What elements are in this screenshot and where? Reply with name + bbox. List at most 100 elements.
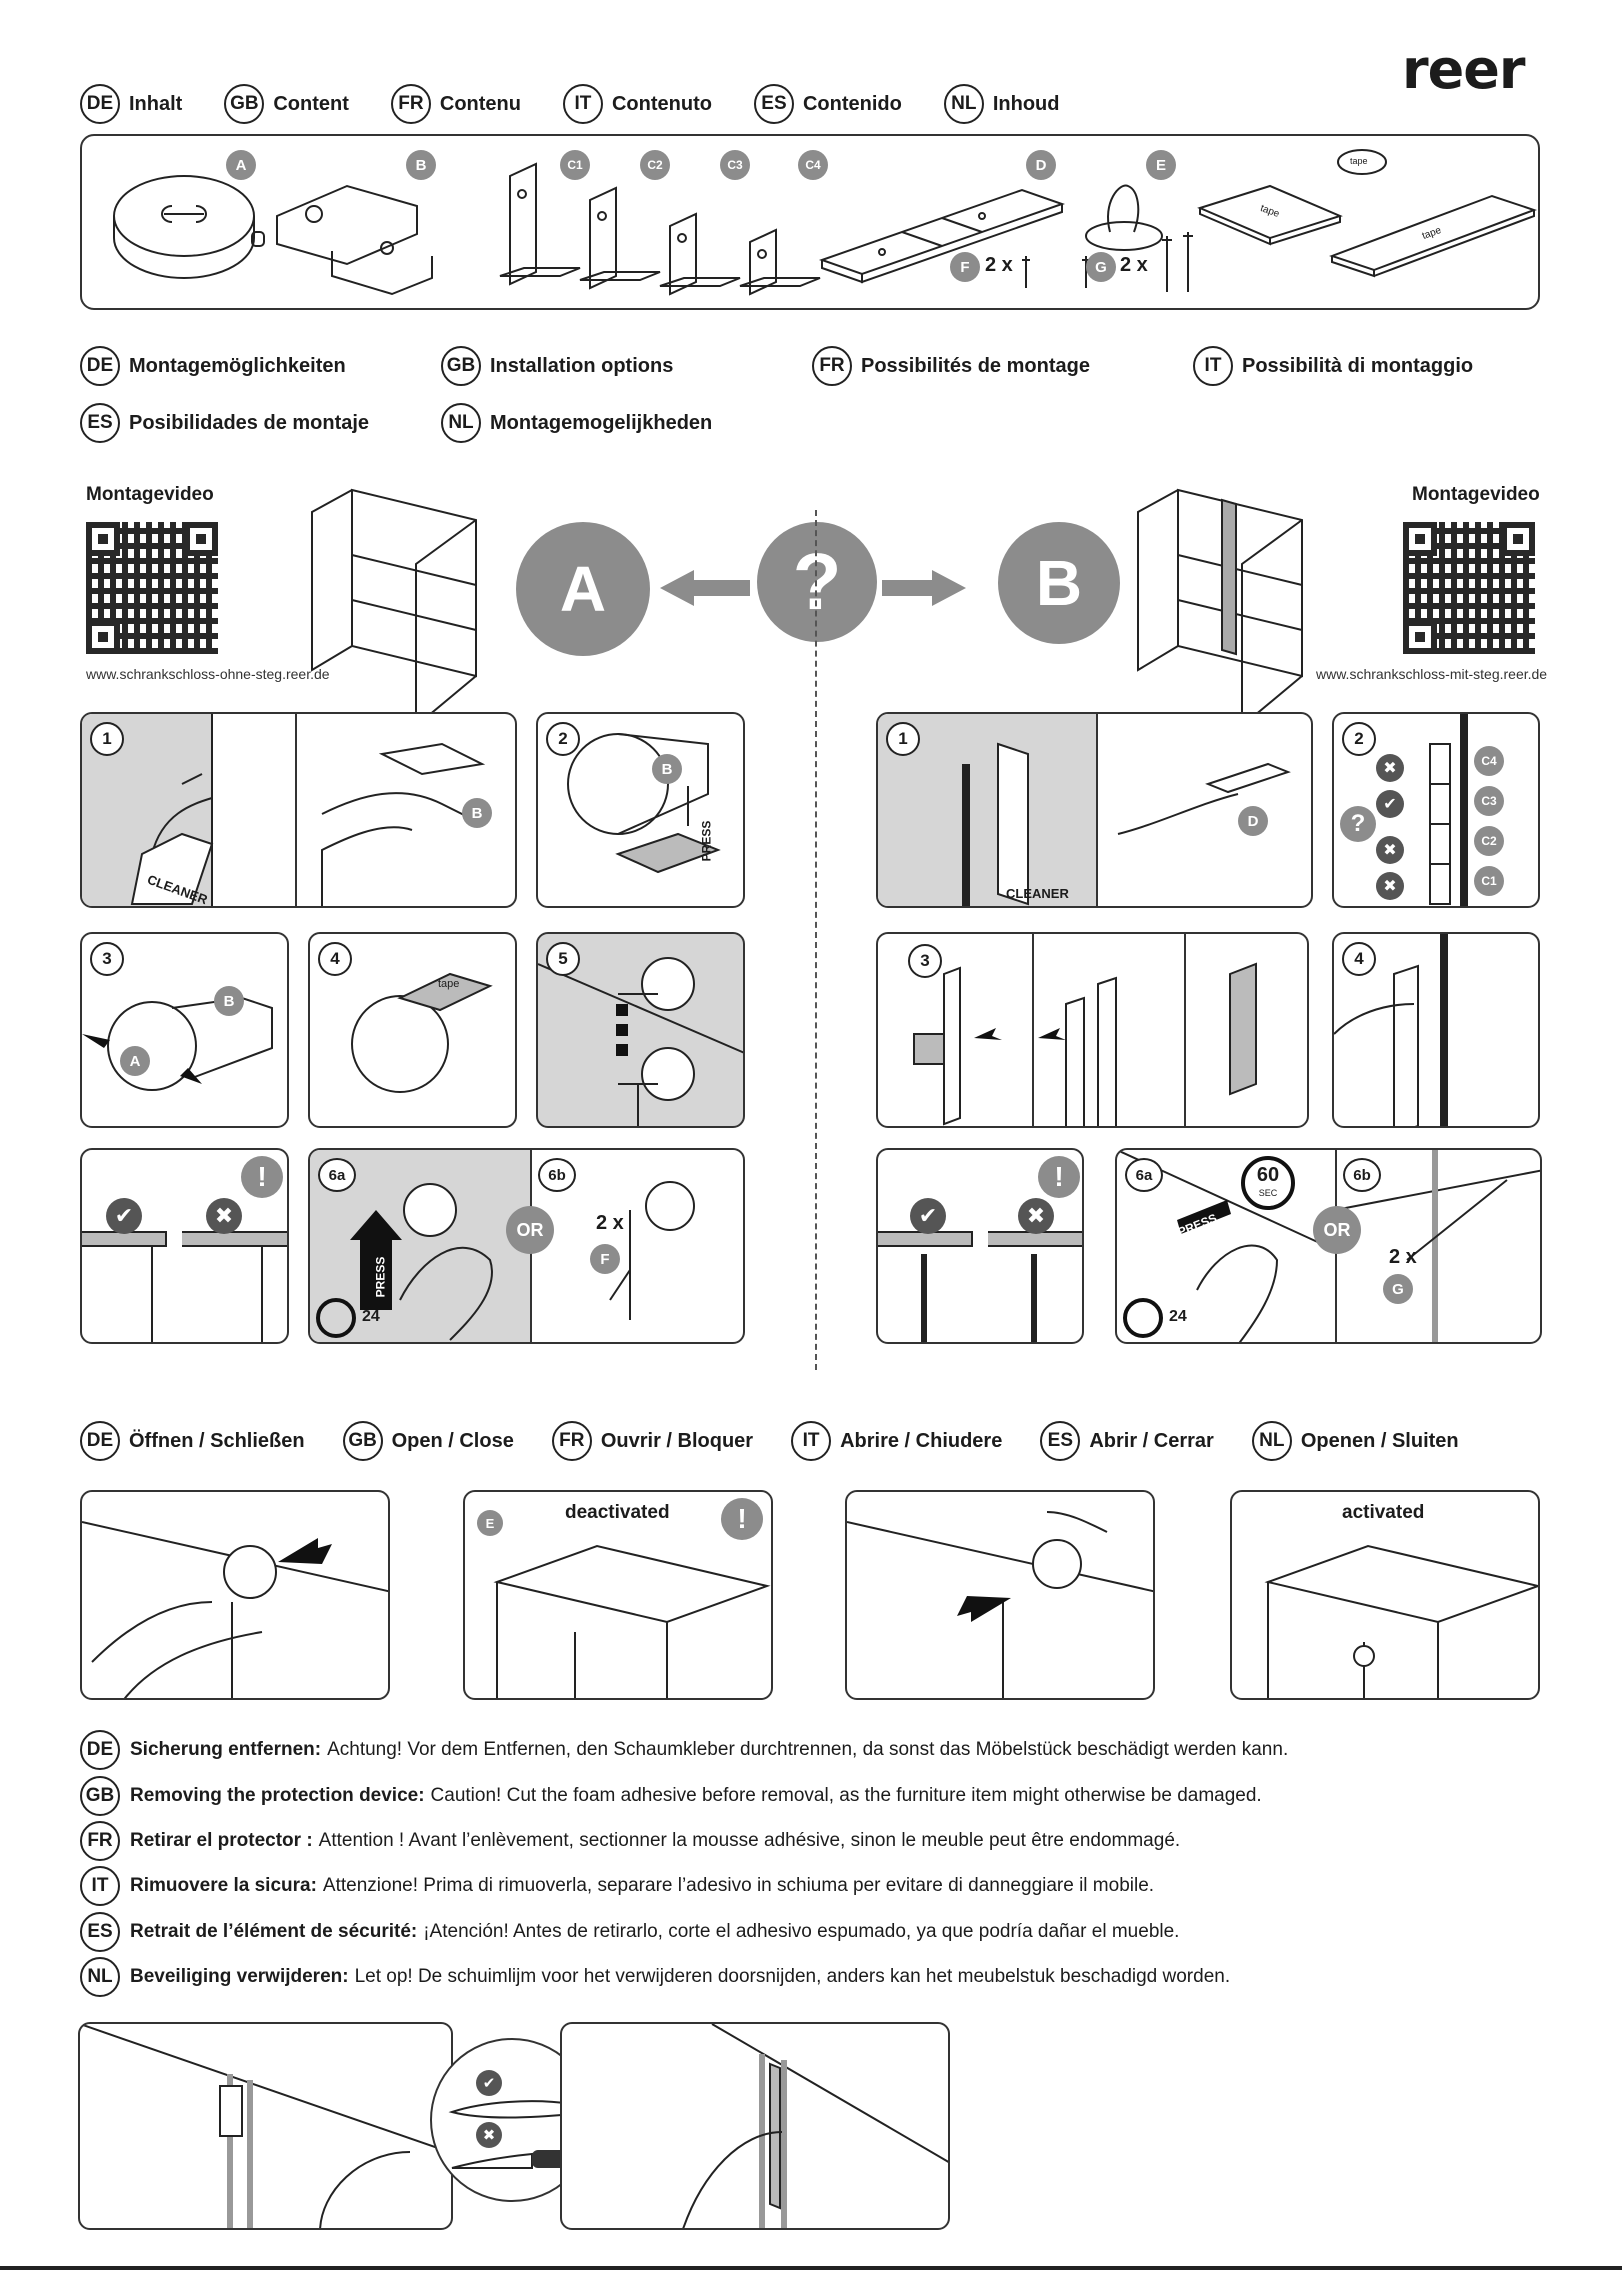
removal-text: Attenzione! Prima di rimuoverla, separar… <box>323 1875 1154 1897</box>
removal-text: Let op! De schuimlijm voor het verwijder… <box>355 1966 1231 1988</box>
open-close-heading: DEÖffnen / Schließen GBOpen / Close FROu… <box>80 1421 1459 1461</box>
lang-code: FR <box>552 1421 592 1461</box>
cross-icon: ✖ <box>476 2122 502 2148</box>
part-badge-g: G <box>1383 1274 1413 1304</box>
step-number: 6b <box>1343 1158 1381 1192</box>
removal-title: Sicherung entfernen: <box>130 1739 321 1761</box>
step-number: 3 <box>908 944 942 978</box>
step-a5-panel: 5 <box>536 932 745 1128</box>
cross-icon: ✖ <box>1376 872 1404 900</box>
step-b2-panel: 2 ✖ ✔ ✖ ✖ ? C4 C3 C2 C1 <box>1332 712 1540 908</box>
deactivated-panel: E deactivated ! <box>463 1490 773 1700</box>
deactivated-label: deactivated <box>565 1502 670 1524</box>
bottom-rule <box>0 2266 1622 2270</box>
lang-code: DE <box>80 1421 120 1461</box>
check-icon: ✔ <box>476 2070 502 2096</box>
step-number: 6a <box>318 1158 356 1192</box>
question-icon: ? <box>1340 806 1376 842</box>
timer-icon: 60 SEC <box>1241 1156 1295 1210</box>
warning-icon: ! <box>1038 1156 1080 1198</box>
part-badge-b: B <box>652 754 682 784</box>
step-number: 3 <box>90 942 124 976</box>
step-number: 6a <box>1125 1158 1163 1192</box>
removal-title: Removing the protection device: <box>130 1785 425 1807</box>
lang-label: Abrire / Chiudere <box>840 1430 1002 1453</box>
check-icon: ✔ <box>106 1198 142 1234</box>
lang-code: NL <box>80 1957 120 1997</box>
step-number: 6b <box>538 1158 576 1192</box>
removal-title: Beveiliging verwijderen: <box>130 1966 349 1988</box>
part-badge-c2: C2 <box>1474 826 1504 856</box>
lang-label: Openen / Sluiten <box>1301 1430 1459 1453</box>
lang-label: Abrir / Cerrar <box>1089 1430 1214 1453</box>
screw-qty: 2 x <box>596 1212 624 1235</box>
hours-label: 24 <box>362 1308 380 1326</box>
removal-panel-2 <box>560 2022 950 2230</box>
step-number: 4 <box>318 942 352 976</box>
lang-code: DE <box>80 1730 120 1770</box>
step-number: 4 <box>1342 942 1376 976</box>
removal-title: Retrait de l’élément de sécurité: <box>130 1921 417 1943</box>
close-panel <box>845 1490 1155 1700</box>
section-divider <box>815 510 817 1370</box>
lang-label: Öffnen / Schließen <box>129 1430 305 1453</box>
removal-title: Retirar el protector : <box>130 1830 313 1852</box>
lang-code: GB <box>343 1421 383 1461</box>
step-b1-panel: 1 CLEANER D <box>876 712 1313 908</box>
removal-it: IT Rimuovere la sicura: Attenzione! Prima … <box>80 1866 1154 1906</box>
cleaner-label: CLEANER <box>1006 886 1069 901</box>
removal-de: DE Sicherung entfernen: Achtung! Vor dem E… <box>80 1730 1288 1770</box>
or-badge: OR <box>506 1206 554 1254</box>
step-a4-panel: 4 tape <box>308 932 517 1128</box>
screw-qty: 2 x <box>1389 1246 1417 1269</box>
no-touch-icon <box>316 1298 356 1338</box>
step-number: 1 <box>90 722 124 756</box>
question-circle: ? <box>757 522 877 642</box>
removal-panel-1 <box>78 2022 453 2230</box>
lang-label: Open / Close <box>392 1430 514 1453</box>
part-badge-c1: C1 <box>1474 866 1504 896</box>
lang-code: FR <box>80 1821 120 1861</box>
cross-icon: ✖ <box>1018 1198 1054 1234</box>
or-badge: OR <box>1313 1206 1361 1254</box>
lang-code: IT <box>80 1866 120 1906</box>
part-badge-b: B <box>462 798 492 828</box>
option-b-circle: B <box>998 522 1120 644</box>
check-icon: ✔ <box>1376 790 1404 818</box>
step-number: 5 <box>546 942 580 976</box>
removal-text: Attention ! Avant l’enlèvement, sectionn… <box>319 1830 1181 1852</box>
cross-icon: ✖ <box>1376 754 1404 782</box>
hours-label: 24 <box>1169 1308 1187 1326</box>
step-b6-panel: 6a 6b 60 SEC OR 2 x G PRESS 24 <box>1115 1148 1542 1344</box>
press-label: PRESS <box>699 821 713 862</box>
removal-fr: FR Retirar el protector : Attention ! Avan… <box>80 1821 1180 1861</box>
step-number: 1 <box>886 722 920 756</box>
activated-panel: activated <box>1230 1490 1540 1700</box>
part-badge-b: B <box>214 986 244 1016</box>
timer-unit: SEC <box>1245 1188 1291 1198</box>
part-badge-f: F <box>590 1244 620 1274</box>
warning-icon: ! <box>721 1498 763 1540</box>
lang-code: NL <box>1252 1421 1292 1461</box>
no-touch-icon <box>1123 1298 1163 1338</box>
lang-code: ES <box>1040 1421 1080 1461</box>
timer-seconds: 60 <box>1245 1162 1291 1188</box>
step-b3-panel: 3 <box>876 932 1309 1128</box>
lang-code: GB <box>80 1776 120 1816</box>
warning-icon: ! <box>241 1156 283 1198</box>
activated-label: activated <box>1342 1502 1424 1524</box>
tape-label: tape <box>438 978 459 990</box>
part-badge-d: D <box>1238 806 1268 836</box>
part-badge-c3: C3 <box>1474 786 1504 816</box>
cross-icon: ✖ <box>1376 836 1404 864</box>
part-badge-c4: C4 <box>1474 746 1504 776</box>
removal-text: Achtung! Vor dem Entfernen, den Schaumkl… <box>327 1739 1288 1761</box>
step-a2-panel: 2 B PRESS <box>536 712 745 908</box>
removal-text: ¡Atención! Antes de retirarlo, corte el … <box>423 1921 1179 1943</box>
removal-title: Rimuovere la sicura: <box>130 1875 317 1897</box>
lang-code: IT <box>791 1421 831 1461</box>
step-b4-panel: 4 <box>1332 932 1540 1128</box>
part-badge-a: A <box>120 1046 150 1076</box>
